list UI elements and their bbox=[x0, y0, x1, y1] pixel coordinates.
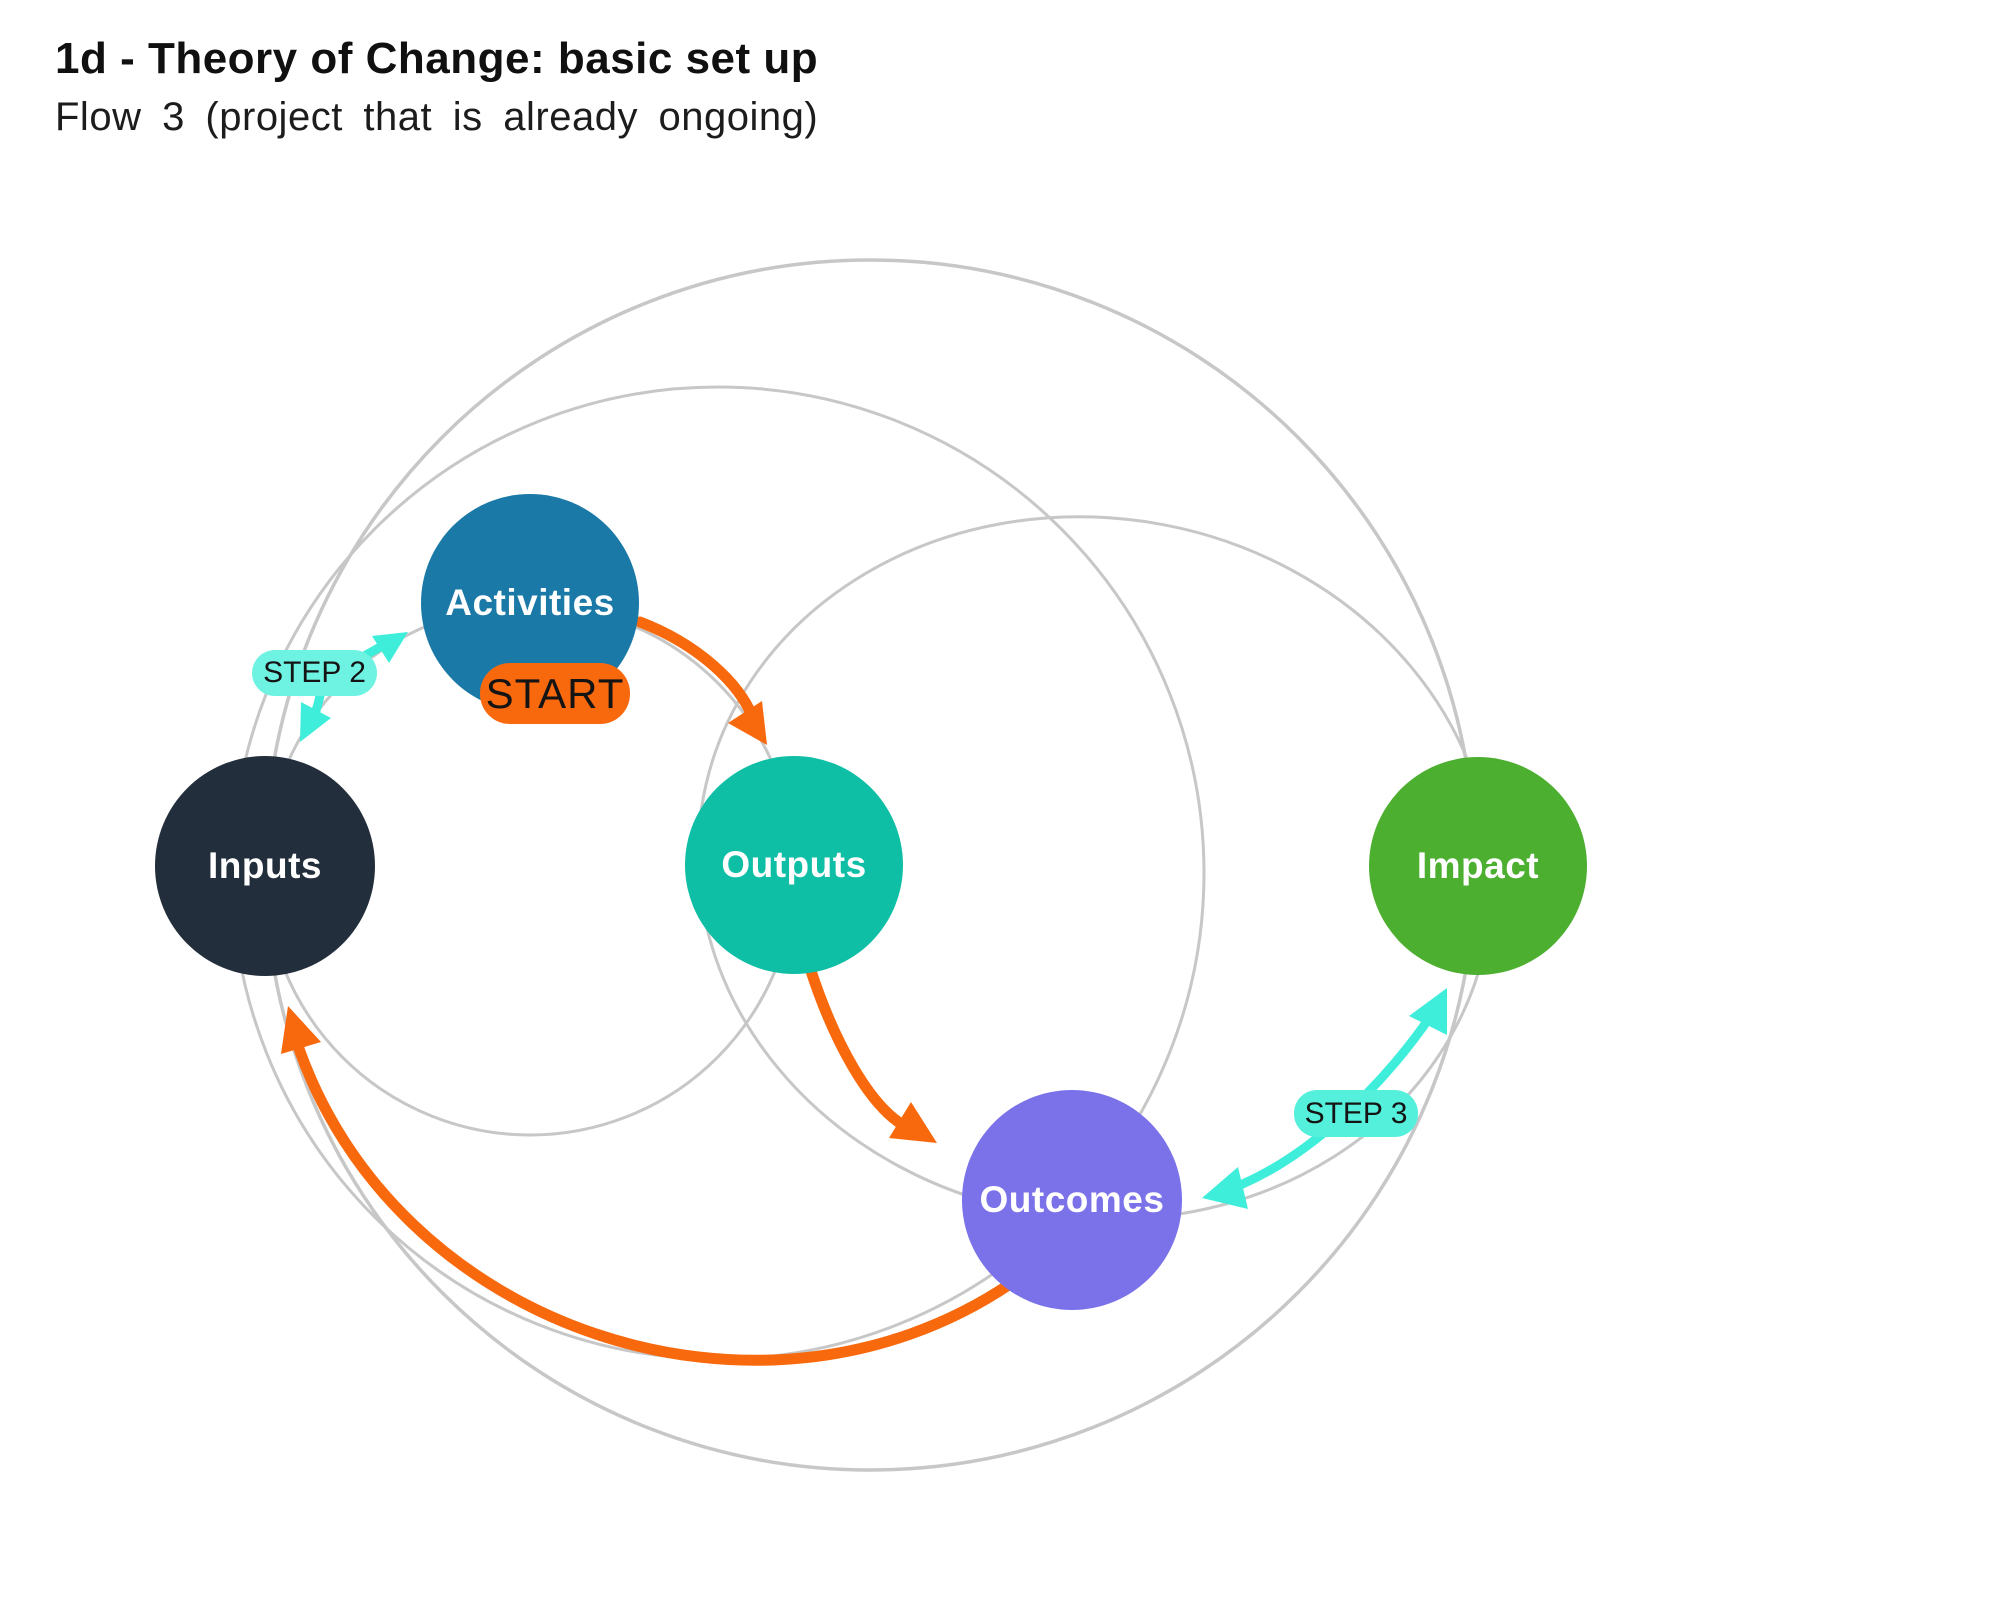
node-outcomes[interactable]: Outcomes bbox=[962, 1090, 1182, 1310]
flow-arrow-activities-to-outputs-arrowhead bbox=[728, 701, 767, 745]
node-outputs[interactable]: Outputs bbox=[685, 756, 903, 974]
step2-badge[interactable]: STEP 2 bbox=[252, 650, 377, 696]
step2-arrowhead-up bbox=[372, 632, 408, 663]
step2-arrowhead-down bbox=[300, 702, 331, 742]
page-subtitle: Flow 3 (project that is already ongoing) bbox=[55, 94, 819, 139]
node-activities-label: Activities bbox=[445, 582, 615, 623]
flow-arrow-activities-to-outputs[interactable] bbox=[634, 616, 758, 722]
flow-arrow-outputs-to-outcomes[interactable] bbox=[804, 962, 909, 1131]
page-title: 1d - Theory of Change: basic set up bbox=[55, 34, 819, 83]
node-impact-label: Impact bbox=[1416, 845, 1540, 886]
node-outcomes-label: Outcomes bbox=[979, 1179, 1165, 1220]
step3-badge[interactable]: STEP 3 bbox=[1294, 1090, 1418, 1137]
node-inputs[interactable]: Inputs bbox=[155, 756, 375, 976]
flow-arrow-outputs-to-outcomes-arrowhead bbox=[889, 1102, 937, 1143]
node-inputs-label: Inputs bbox=[208, 845, 322, 886]
start-badge[interactable]: START bbox=[480, 663, 630, 724]
flow-arrow-outcomes-to-inputs-arrowhead bbox=[281, 1006, 321, 1054]
flow-arrow-outcomes-to-inputs[interactable] bbox=[290, 1034, 1016, 1366]
node-impact[interactable]: Impact bbox=[1369, 757, 1587, 975]
node-outputs-label: Outputs bbox=[721, 844, 867, 885]
step3-arrowhead-to-impact bbox=[1409, 988, 1447, 1035]
step3-arrowhead-to-outcomes bbox=[1202, 1167, 1248, 1209]
header: 1d - Theory of Change: basic set up Flow… bbox=[55, 34, 818, 139]
